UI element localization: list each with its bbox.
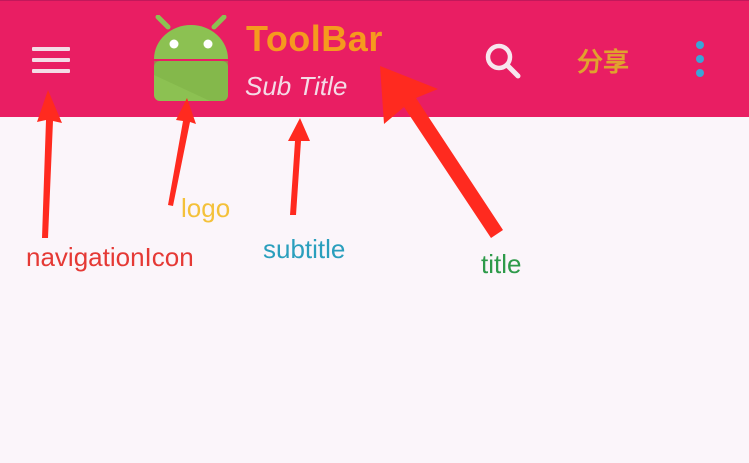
menu-bar [32,47,70,51]
menu-bar [32,69,70,73]
menu-bar [32,58,70,62]
navigation-button[interactable] [30,43,74,77]
overflow-dot [696,69,704,77]
toolbar-title: ToolBar [246,18,383,59]
annotation-logo: logo [181,193,231,223]
overflow-dot [696,55,704,63]
search-icon[interactable] [478,37,526,85]
toolbar: ToolBar Sub Title 分享 [0,0,749,117]
toolbar-subtitle: Sub Title [245,71,348,101]
annotation-subtitle: subtitle [263,234,346,264]
arrow-logo [168,98,196,206]
more-vertical-icon[interactable] [690,39,710,81]
overflow-dot [696,41,704,49]
arrow-navigation [37,90,62,238]
arrow-title [380,66,503,238]
annotation-navigation-icon: navigationIcon [26,242,194,272]
annotation-title: title [481,249,522,279]
android-logo-icon [154,15,228,101]
arrow-subtitle [288,118,310,215]
share-button[interactable]: 分享 [577,47,630,77]
